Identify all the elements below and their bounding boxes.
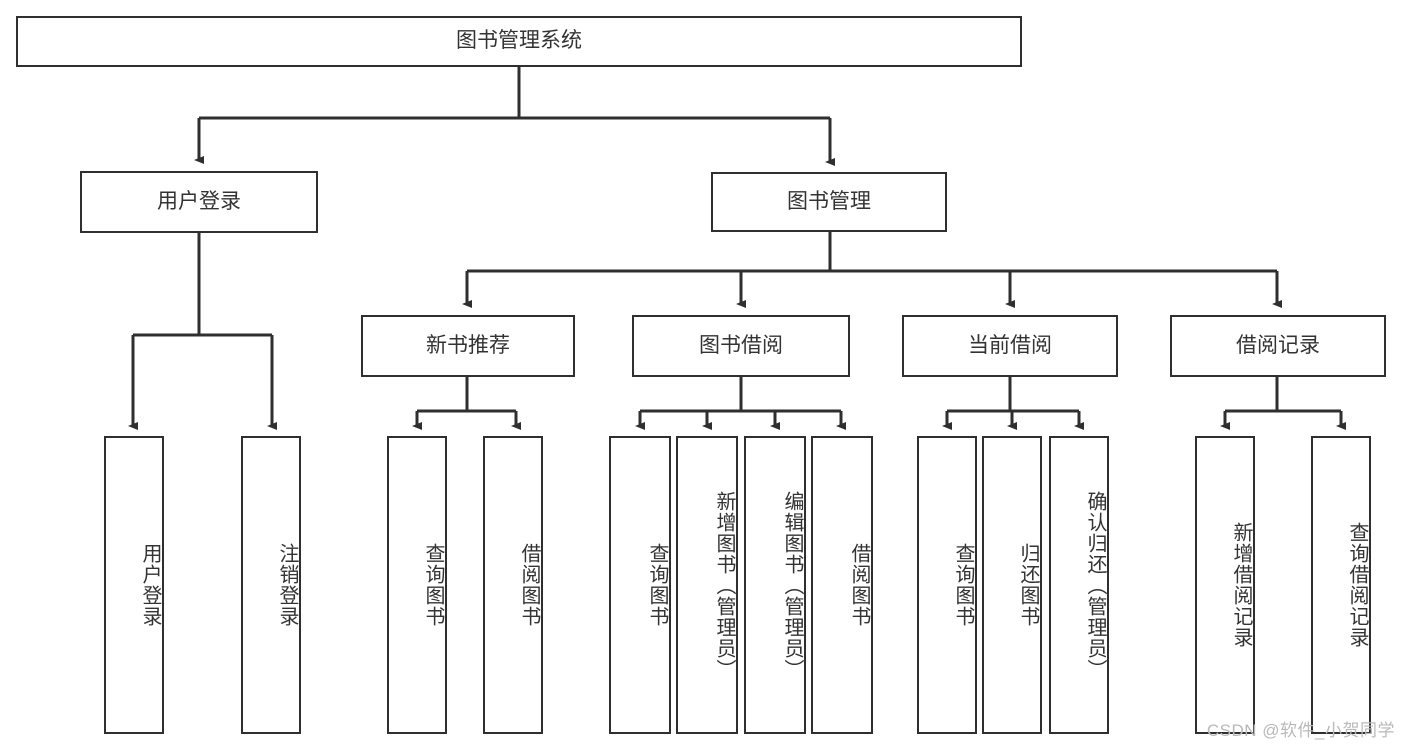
node-leaf-logout-label: 注销登录 bbox=[276, 543, 298, 627]
node-book-management[interactable]: 图书管理 bbox=[711, 172, 947, 232]
node-current-borrow[interactable]: 当前借阅 bbox=[902, 315, 1118, 377]
node-leaf-confirm-return-admin-label: 确认归还（管理员） bbox=[1084, 490, 1106, 680]
node-leaf-query-book-new[interactable]: 查询图书 bbox=[387, 436, 447, 734]
node-leaf-query-borrow-record[interactable]: 查询借阅记录 bbox=[1311, 436, 1371, 734]
node-leaf-return-book-label: 归还图书 bbox=[1017, 543, 1039, 627]
node-book-borrow-label: 图书借阅 bbox=[699, 333, 783, 357]
node-leaf-edit-book-admin-label: 编辑图书（管理员） bbox=[781, 490, 803, 680]
node-leaf-user-login-label: 用户登录 bbox=[139, 543, 161, 627]
node-leaf-borrow-book-new[interactable]: 借阅图书 bbox=[483, 436, 543, 734]
edge-group-root bbox=[194, 67, 835, 166]
node-leaf-borrow-book-label: 借阅图书 bbox=[848, 543, 870, 627]
node-leaf-edit-book-admin[interactable]: 编辑图书（管理员） bbox=[744, 436, 806, 734]
node-leaf-query-book-new-label: 查询图书 bbox=[422, 543, 444, 627]
node-leaf-query-borrow-record-label: 查询借阅记录 bbox=[1346, 522, 1368, 648]
edge-group-book-borrow bbox=[635, 377, 846, 430]
node-leaf-query-book-borrow-label: 查询图书 bbox=[646, 543, 668, 627]
node-new-book-recommend-label: 新书推荐 bbox=[426, 333, 510, 357]
node-new-book-recommend[interactable]: 新书推荐 bbox=[361, 315, 575, 377]
node-leaf-user-login[interactable]: 用户登录 bbox=[104, 436, 164, 734]
edge-group-book-mgmt bbox=[462, 232, 1282, 308]
node-book-borrow[interactable]: 图书借阅 bbox=[632, 315, 850, 377]
node-leaf-add-book-admin[interactable]: 新增图书（管理员） bbox=[676, 436, 738, 734]
node-root[interactable]: 图书管理系统 bbox=[16, 16, 1022, 67]
node-borrow-record-label: 借阅记录 bbox=[1236, 333, 1320, 357]
node-borrow-record[interactable]: 借阅记录 bbox=[1170, 315, 1386, 377]
node-leaf-add-book-admin-label: 新增图书（管理员） bbox=[713, 490, 735, 680]
node-leaf-query-book-current[interactable]: 查询图书 bbox=[917, 436, 977, 734]
node-leaf-return-book[interactable]: 归还图书 bbox=[982, 436, 1042, 734]
node-user-login[interactable]: 用户登录 bbox=[80, 171, 318, 233]
node-leaf-add-borrow-record[interactable]: 新增借阅记录 bbox=[1195, 436, 1255, 734]
node-leaf-borrow-book-new-label: 借阅图书 bbox=[518, 543, 540, 627]
node-leaf-confirm-return-admin[interactable]: 确认归还（管理员） bbox=[1049, 436, 1109, 734]
node-leaf-borrow-book[interactable]: 借阅图书 bbox=[811, 436, 873, 734]
node-leaf-query-book-current-label: 查询图书 bbox=[952, 543, 974, 627]
node-leaf-logout[interactable]: 注销登录 bbox=[241, 436, 301, 734]
edge-group-borrow-record bbox=[1220, 377, 1346, 430]
node-book-management-label: 图书管理 bbox=[787, 189, 871, 213]
node-leaf-query-book-borrow[interactable]: 查询图书 bbox=[609, 436, 671, 734]
node-current-borrow-label: 当前借阅 bbox=[968, 333, 1052, 357]
node-leaf-add-borrow-record-label: 新增借阅记录 bbox=[1230, 522, 1252, 648]
csdn-watermark: CSDN @软件_小贺同学 bbox=[1206, 721, 1395, 740]
edge-group-new-book bbox=[412, 377, 521, 430]
edge-group-user-login bbox=[128, 233, 277, 430]
node-root-label: 图书管理系统 bbox=[456, 29, 582, 53]
edge-group-current-borrow bbox=[942, 377, 1084, 430]
node-user-login-label: 用户登录 bbox=[157, 189, 241, 213]
